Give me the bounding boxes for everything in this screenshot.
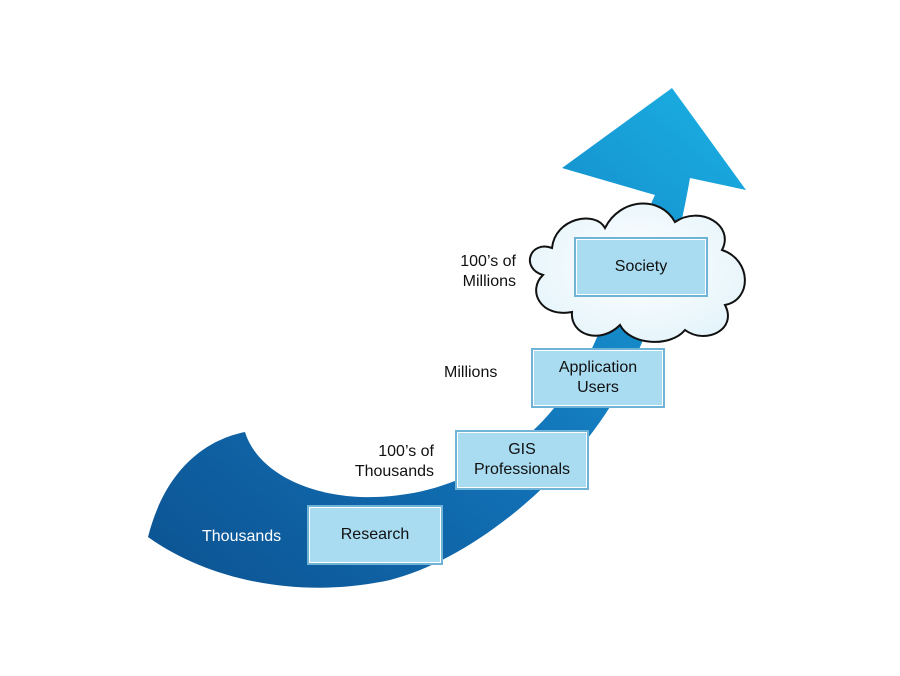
gis-professionals-box: GIS Professionals	[455, 430, 589, 490]
scale-label-thousands: Thousands	[202, 528, 282, 545]
gis-professionals-box-label: GIS Professionals	[473, 441, 571, 478]
scale-label-millions: Millions	[444, 364, 498, 381]
research-box: Research	[307, 505, 443, 565]
society-box-label: Society	[614, 258, 668, 275]
growth-arrow	[148, 88, 746, 588]
application-users-box-label: Application Users	[558, 359, 638, 396]
scale-label-hundreds-of-millions: 100’s of Millions	[460, 253, 516, 290]
research-box-label: Research	[340, 526, 410, 543]
scale-label-hundreds-of-thousands: 100’s of Thousands	[354, 443, 434, 480]
society-box: Society	[574, 237, 708, 297]
application-users-box: Application Users	[531, 348, 665, 408]
